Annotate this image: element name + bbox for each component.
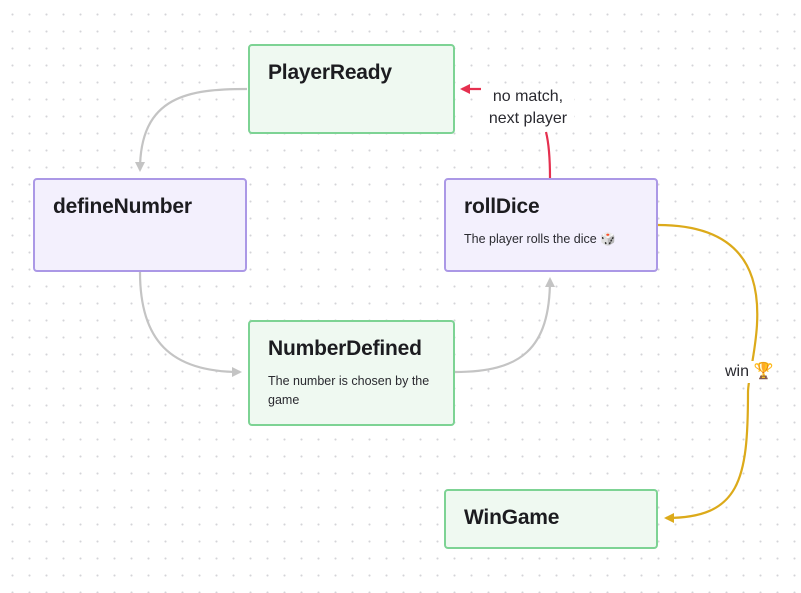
edge-label-line: no match,	[482, 86, 574, 108]
node-roll-dice[interactable]: rollDice The player rolls the dice 🎲	[444, 178, 658, 272]
node-description: The player rolls the dice 🎲	[464, 232, 616, 246]
node-player-ready[interactable]: PlayerReady	[248, 44, 455, 134]
node-title: WinGame	[464, 506, 560, 529]
edge-playerready-to-definenumber[interactable]	[135, 87, 248, 172]
node-number-defined[interactable]: NumberDefined The number is chosen by th…	[248, 320, 455, 426]
node-title: defineNumber	[53, 195, 192, 218]
edge-label-win: win 🏆	[723, 361, 776, 383]
edge-numberdefined-to-rolldice[interactable]	[454, 277, 555, 374]
edge-label-line: next player	[482, 108, 574, 130]
node-title: PlayerReady	[268, 61, 392, 84]
edge-rolldice-to-wingame[interactable]	[657, 223, 759, 523]
node-description: The number is chosen by the game	[268, 374, 430, 407]
node-title: NumberDefined	[268, 337, 422, 360]
node-define-number[interactable]: defineNumber	[33, 178, 247, 272]
edge-rolldice-to-playerready[interactable]	[544, 131, 552, 179]
node-title: rollDice	[464, 195, 540, 218]
edge-definenumber-to-numberdefined[interactable]	[138, 271, 242, 377]
node-win-game[interactable]: WinGame	[444, 489, 658, 549]
edge-label-no-match: no match, next player	[482, 86, 574, 130]
